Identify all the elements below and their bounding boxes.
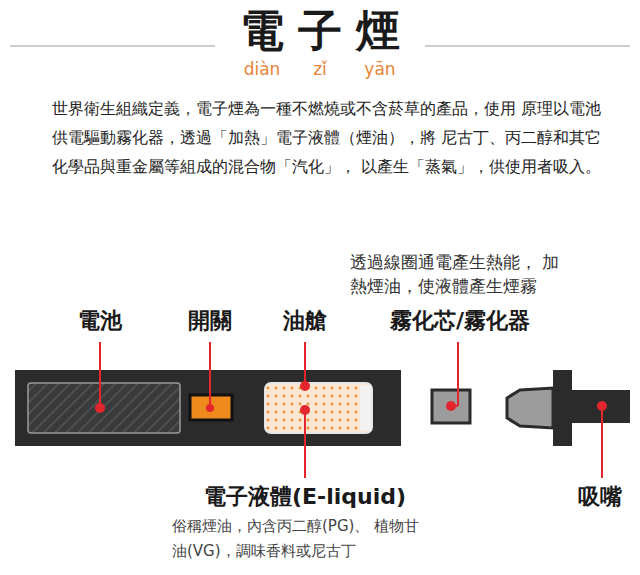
part-name: 霧化芯/霧化器	[360, 306, 560, 335]
definition-paragraph: 世界衛生組織定義，電子煙為一種不燃燒或不含菸草的產品，使用 原理以電池供電驅動霧…	[52, 94, 604, 181]
device-body	[15, 370, 401, 446]
mouthpiece	[570, 390, 630, 423]
rule-line	[10, 45, 215, 47]
part-name: 吸嘴	[564, 482, 636, 511]
leader-dots	[95, 381, 607, 415]
part-name: 開關	[165, 306, 255, 335]
rule-line	[425, 45, 630, 47]
leader-lines	[100, 342, 602, 478]
mouthpiece-flange	[553, 370, 572, 446]
pinyin: diàn	[232, 58, 292, 80]
atomizer	[432, 390, 470, 423]
battery	[28, 383, 180, 433]
oil-tank	[265, 383, 372, 433]
pinyin: yān	[350, 58, 410, 80]
part-description: 俗稱煙油，內含丙二醇(PG)、 植物甘油(VG)，調味香料或尼古丁	[172, 514, 422, 564]
tank-cap	[360, 385, 371, 431]
atomizer-note: 透過線圈通電產生熱能， 加熱煙油，使液體產生煙霧	[350, 250, 568, 298]
part-name: 油艙	[260, 306, 350, 335]
part-name: 電子液體(E-liquid)	[170, 482, 440, 511]
part-name: 電池	[55, 306, 145, 335]
mouthpiece-tip	[507, 388, 553, 428]
pinyin: zǐ	[290, 58, 350, 80]
diagram-title: 電子煙	[190, 4, 450, 58]
